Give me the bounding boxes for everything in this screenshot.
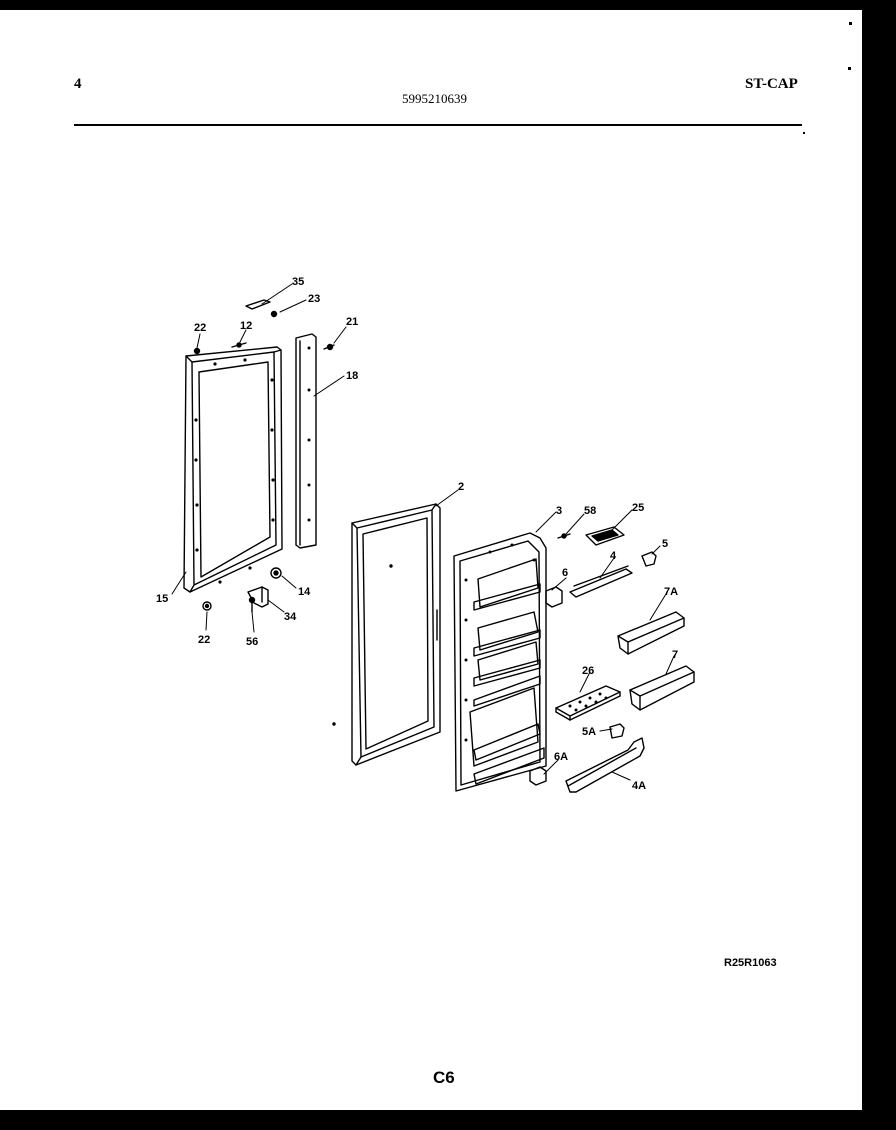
parts-diagram-sheet: 4 5995210639 ST-CAP — [0, 10, 862, 1110]
scan-speck — [848, 67, 851, 70]
callout-shelf-rail: 4 — [610, 550, 617, 562]
section-code: ST-CAP — [745, 76, 798, 92]
callout-inner-panel-frame: 15 — [156, 593, 168, 605]
callout-side-strip: 18 — [346, 370, 358, 382]
callout-small-screw: 12 — [240, 320, 252, 332]
leader-lines — [171, 283, 675, 781]
callout-bottom-end-left: 6A — [554, 751, 568, 763]
header-rule — [74, 124, 802, 126]
page-code: C6 — [433, 1068, 455, 1087]
top-hardware-drawing — [193, 299, 335, 355]
callout-door-gasket: 2 — [458, 481, 464, 493]
door-gasket-drawing — [332, 503, 441, 766]
drawing-code: R25R1063 — [724, 957, 777, 969]
callout-shelf-end-right: 5 — [662, 538, 668, 550]
callout-hinge-pin: 34 — [284, 611, 297, 623]
model-number: 5995210639 — [402, 91, 467, 106]
callout-bottom-screw-left: 22 — [198, 634, 210, 646]
callout-hinge-screw: 56 — [246, 636, 258, 648]
accessories-drawing — [529, 526, 695, 793]
scan-speck — [849, 22, 852, 25]
callout-top-fastener: 23 — [308, 293, 320, 305]
door-liner-drawing — [453, 532, 547, 792]
callout-dairy-cover: 25 — [632, 502, 644, 514]
callout-hinge-cap: 14 — [298, 586, 311, 598]
page-number: 4 — [74, 76, 82, 92]
callout-door-shelf-upper: 7A — [664, 586, 678, 598]
callout-shelf-end-left: 6 — [562, 567, 568, 579]
callout-labels: 35 23 22 12 21 18 15 14 34 56 22 2 3 58 … — [156, 276, 678, 792]
scan-speck — [803, 132, 805, 134]
callout-side-screw: 21 — [346, 316, 358, 328]
callout-top-screw-left: 22 — [194, 322, 206, 334]
side-strip-drawing — [295, 333, 317, 549]
callout-bottom-end-right: 5A — [582, 726, 596, 738]
inner-panel-frame-drawing — [183, 346, 283, 593]
callout-top-bracket: 35 — [292, 276, 304, 288]
callout-egg-tray: 26 — [582, 665, 594, 677]
callout-door-liner: 3 — [556, 505, 562, 517]
callout-liner-screw: 58 — [584, 505, 596, 517]
callout-door-shelf-lower: 7 — [672, 649, 678, 661]
hinge-parts-drawing — [202, 567, 282, 613]
exploded-door-diagram: 35 23 22 12 21 18 15 14 34 56 22 2 3 58 … — [156, 276, 695, 793]
callout-bottom-rail: 4A — [632, 780, 646, 792]
